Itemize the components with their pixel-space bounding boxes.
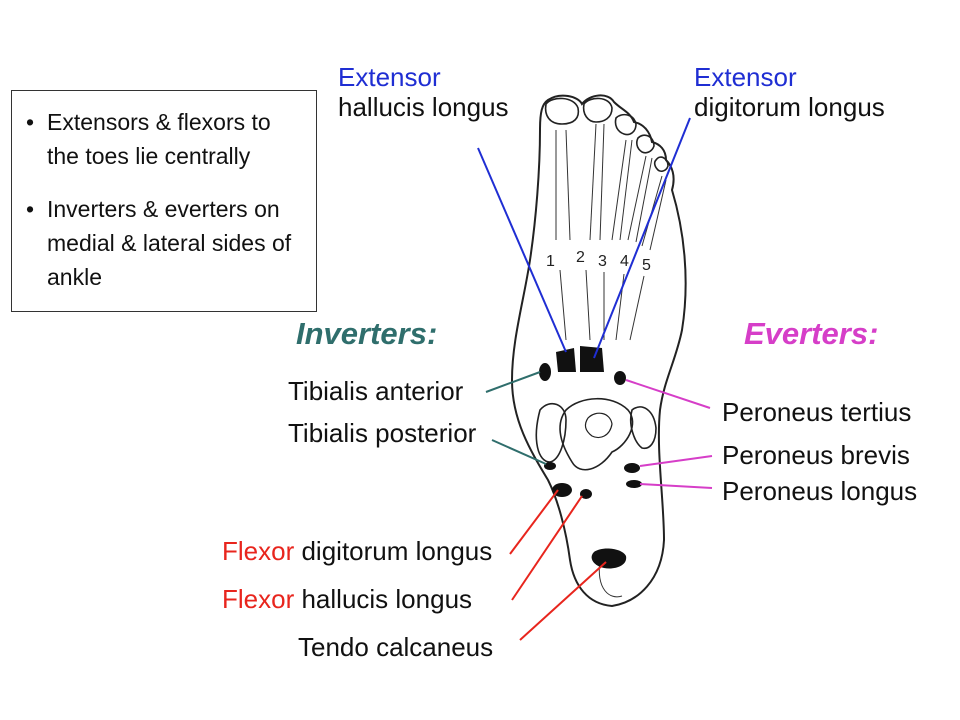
flexor-word: Flexor — [222, 536, 295, 566]
tendon-blobs — [539, 346, 642, 569]
flexor-rest: digitorum longus — [294, 536, 493, 566]
note-item: Extensors & flexors to the toes lie cent… — [24, 105, 306, 173]
everters-header: Everters: — [744, 316, 879, 351]
digit-label: 5 — [642, 257, 651, 274]
digit-label: 4 — [620, 253, 629, 270]
extensor-word: Extensor — [338, 62, 441, 92]
pointer-lines — [477, 117, 713, 641]
tibialis-anterior-label: Tibialis anterior — [288, 376, 464, 406]
toe-outline — [653, 156, 669, 172]
bone-section — [629, 406, 657, 450]
toe-outline — [636, 134, 655, 154]
digit-label: 1 — [546, 253, 555, 270]
peroneus-brevis-label: Peroneus brevis — [722, 440, 910, 470]
toe-outline — [582, 97, 613, 123]
extensor-rest: digitorum longus — [694, 92, 885, 122]
toe-outline — [544, 97, 580, 125]
notes-box: Extensors & flexors to the toes lie cent… — [11, 90, 317, 312]
inverters-header: Inverters: — [296, 316, 438, 351]
bone-section — [535, 402, 567, 463]
digit-label: 3 — [598, 253, 607, 270]
peroneus-tertius-label: Peroneus tertius — [722, 397, 912, 427]
extensor-word: Extensor — [694, 62, 797, 92]
flexor-hallucis-label: Flexor hallucis longus — [222, 584, 472, 614]
peroneus-longus-label: Peroneus longus — [722, 476, 918, 506]
flexor-rest: hallucis longus — [294, 584, 473, 614]
tibialis-posterior-label: Tibialis posterior — [288, 418, 477, 448]
toe-outline — [614, 113, 637, 136]
extensor-rest: hallucis longus — [338, 92, 509, 122]
bone-section — [559, 398, 634, 471]
extensor-hallucis-label: Extensor hallucis longus — [338, 62, 509, 122]
tendo-calcaneus-label: Tendo calcaneus — [298, 632, 494, 662]
bone-section — [584, 412, 613, 439]
flexor-digitorum-label: Flexor digitorum longus — [222, 536, 492, 566]
flexor-word: Flexor — [222, 584, 295, 614]
digit-label: 2 — [576, 249, 585, 266]
extensor-digitorum-label: Extensor digitorum longus — [694, 62, 885, 122]
note-item: Inverters & everters on medial & lateral… — [24, 192, 306, 294]
